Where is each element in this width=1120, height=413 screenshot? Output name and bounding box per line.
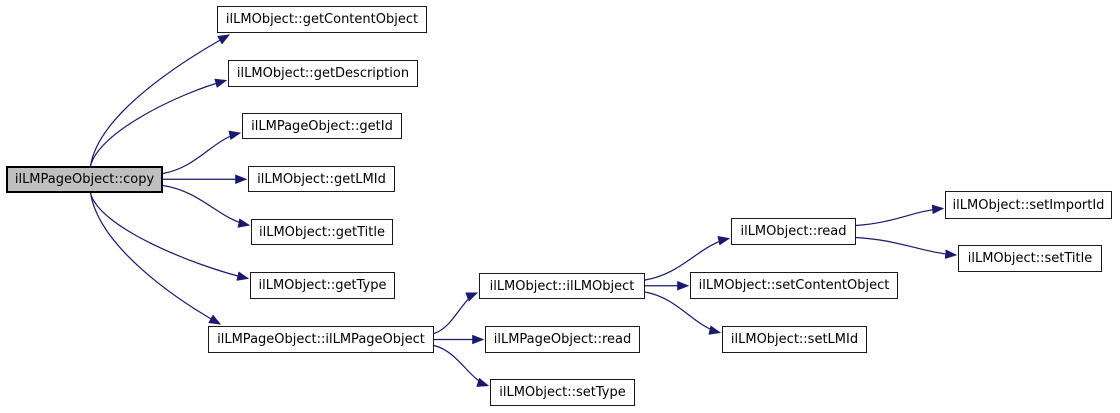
graph-node-label: ilLMObject::getDescription	[236, 66, 410, 81]
graph-node-pageRead[interactable]: ilLMPageObject::read	[485, 326, 640, 353]
graph-node-getId[interactable]: ilLMPageObject::getId	[242, 113, 402, 139]
edge-objRead-setImportId	[855, 204, 945, 227]
graph-node-getType[interactable]: ilLMObject::getType	[250, 272, 395, 299]
graph-node-objRead[interactable]: ilLMObject::read	[731, 218, 856, 245]
graph-node-pageCtor[interactable]: ilLMPageObject::ilLMPageObject	[208, 326, 434, 353]
graph-node-objCtor[interactable]: ilLMObject::ilLMObject	[479, 273, 645, 299]
edge-copy-getDescription	[89, 78, 228, 167]
graph-node-label: ilLMObject::setContentObject	[698, 278, 890, 293]
graph-node-label: ilLMObject::setImportId	[952, 197, 1105, 213]
graph-node-label: ilLMObject::read	[740, 224, 847, 239]
graph-node-label: ilLMObject::ilLMObject	[489, 278, 635, 294]
graph-node-label: ilLMPageObject::read	[493, 332, 632, 347]
edge-copy-getType	[89, 192, 250, 281]
graph-node-label: ilLMObject::getLMId	[257, 171, 386, 187]
edge-copy-pageCtor	[89, 192, 222, 325]
graph-node-getDescription[interactable]: ilLMObject::getDescription	[228, 60, 418, 87]
graph-node-setTitle[interactable]: ilLMObject::setTitle	[958, 245, 1102, 272]
graph-node-setLMId[interactable]: ilLMObject::setLMId	[722, 326, 867, 353]
graph-node-label: ilLMObject::getType	[258, 278, 387, 293]
graph-node-label: ilLMObject::setType	[499, 385, 626, 400]
graph-node-copy[interactable]: ilLMPageObject::copy	[6, 166, 163, 193]
graph-node-label: ilLMObject::getContentObject	[225, 12, 419, 27]
graph-node-label: ilLMPageObject::ilLMPageObject	[217, 332, 425, 347]
graph-node-label: ilLMPageObject::getId	[251, 118, 393, 134]
graph-node-label: ilLMObject::getTitle	[259, 224, 385, 240]
edge-objRead-setTitle	[855, 236, 958, 259]
graph-node-label: ilLMPageObject::copy	[14, 172, 155, 187]
graph-node-label: ilLMObject::setTitle	[967, 251, 1093, 266]
graph-node-getTitle[interactable]: ilLMObject::getTitle	[251, 219, 393, 245]
edge-pageCtor-objCtor	[433, 292, 479, 335]
graph-node-getLMId[interactable]: ilLMObject::getLMId	[248, 166, 395, 192]
edge-copy-getId	[162, 130, 242, 175]
edge-pageCtor-setType	[433, 344, 490, 387]
graph-node-setImportId[interactable]: ilLMObject::setImportId	[945, 191, 1112, 219]
graph-node-setContentObject[interactable]: ilLMObject::setContentObject	[690, 272, 898, 299]
edge-copy-getTitle	[162, 184, 251, 228]
edge-copy-getContentObject	[89, 34, 231, 167]
graph-node-label: ilLMObject::setLMId	[730, 332, 859, 347]
graph-node-getContentObject[interactable]: ilLMObject::getContentObject	[217, 6, 427, 33]
graph-node-setType[interactable]: ilLMObject::setType	[490, 379, 635, 406]
